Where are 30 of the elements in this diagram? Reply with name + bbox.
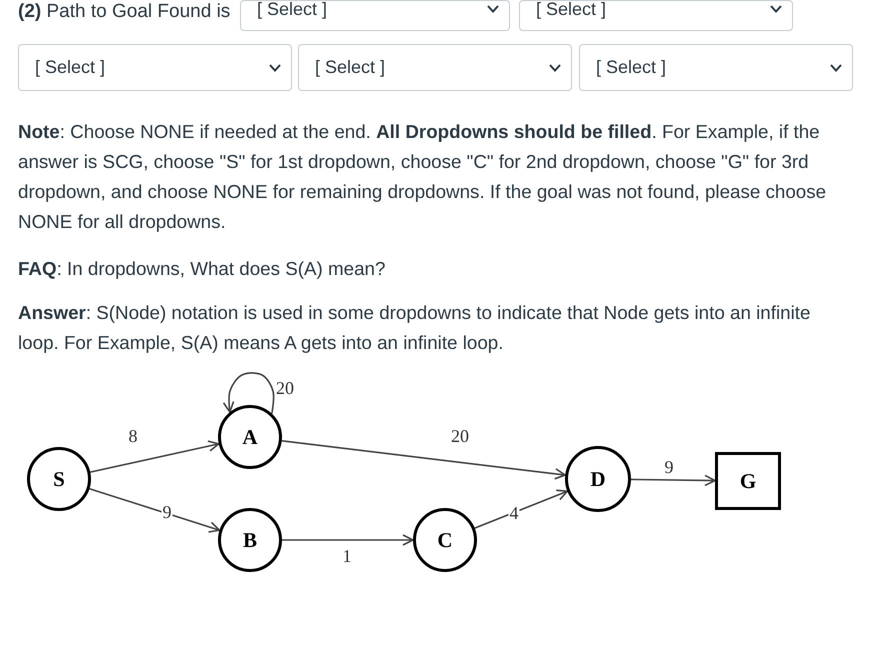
edge-label: 20 [275, 379, 295, 397]
arrow [89, 488, 220, 533]
dropdown-select: [ Select ] [240, 0, 510, 31]
edge-label: 4 [508, 504, 520, 522]
node-label: S [53, 468, 65, 490]
dropdown-select: [ Select ] [18, 44, 292, 91]
faq-question: FAQ: In dropdowns, What does S(A) mean? [18, 257, 386, 281]
note-paragraph: Note: Choose NONE if needed at the end. All Dropdowns should be filled. For Example, if the answer is SCG, choose "S" for 1st dropdown, choose "C" for 2nd dropdown, choose "G" for 3rd dropdown, and choose NONE for remaining dropdowns. If the goal was not found, please choose NONE for all dropdowns. [18, 120, 828, 234]
edge-label: 20 [450, 427, 470, 445]
arrow [474, 489, 568, 529]
goal-node-square [715, 452, 781, 510]
question-prompt: (2) Path to Goal Found is [18, 0, 230, 24]
edge-label: 9 [664, 458, 674, 476]
arrow [222, 372, 274, 414]
edge-label: 1 [342, 547, 352, 565]
node-label: A [242, 426, 258, 448]
node-label: B [242, 529, 257, 551]
edge-label: 9 [162, 503, 172, 521]
node-label: G [740, 470, 756, 492]
dropdown-select: [ Select ] [519, 0, 793, 31]
dropdown-select: [ Select ] [579, 44, 853, 91]
node-label: C [437, 529, 453, 551]
arrow [90, 440, 220, 473]
node-label: D [590, 468, 606, 490]
arrow [282, 440, 566, 480]
answer-paragraph: Answer: S(Node) notation is used in some dropdowns to indicate that Node gets into an infinite loop. For Example, S(A) means A gets into an infinite loop. [18, 301, 812, 355]
dropdown-select: [ Select ] [298, 44, 572, 91]
edge-label: 8 [128, 427, 138, 445]
arrow [630, 474, 716, 486]
arrow [282, 534, 414, 546]
